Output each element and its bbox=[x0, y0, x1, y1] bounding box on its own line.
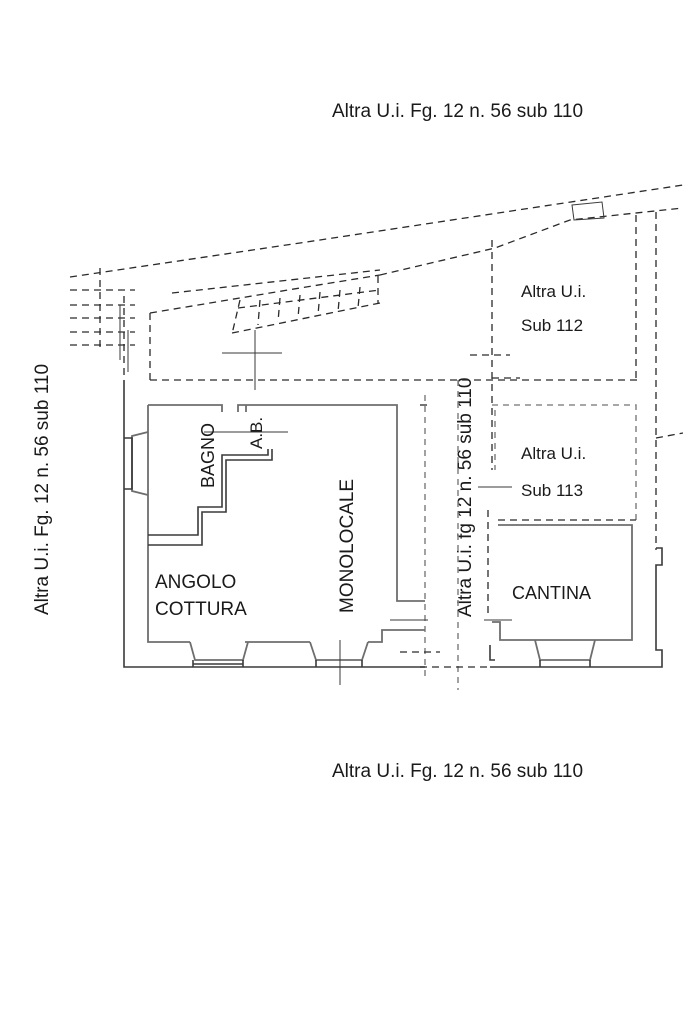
room-label-angolo: ANGOLO bbox=[155, 572, 236, 593]
label-bottom-neighbor: Altra U.i. Fg. 12 n. 56 sub 110 bbox=[332, 761, 583, 782]
label-left-neighbor: Altra U.i. Fg. 12 n. 56 sub 110 bbox=[32, 364, 53, 615]
unit-label-sub113-line2: Sub 113 bbox=[521, 481, 583, 500]
unit-label-sub113-line1: Altra U.i. bbox=[521, 444, 586, 463]
upper-floor-outline bbox=[69, 184, 683, 690]
room-label-cottura: COTTURA bbox=[155, 599, 247, 620]
room-label-monolocale: MONOLOCALE bbox=[337, 479, 358, 613]
room-label-cantina: CANTINA bbox=[512, 583, 591, 603]
label-top-neighbor: Altra U.i. Fg. 12 n. 56 sub 110 bbox=[332, 101, 583, 122]
unit-label-sub112-line2: Sub 112 bbox=[521, 316, 583, 335]
room-label-ab: A.B. bbox=[247, 417, 266, 449]
unit-label-sub112-line1: Altra U.i. bbox=[521, 282, 586, 301]
label-middle-neighbor: Altra U.i. fg 12 n. 56 sub 110 bbox=[455, 378, 476, 617]
main-unit-walls bbox=[123, 380, 512, 685]
room-label-bagno: BAGNO bbox=[198, 423, 218, 488]
cantina-walls bbox=[489, 524, 663, 668]
